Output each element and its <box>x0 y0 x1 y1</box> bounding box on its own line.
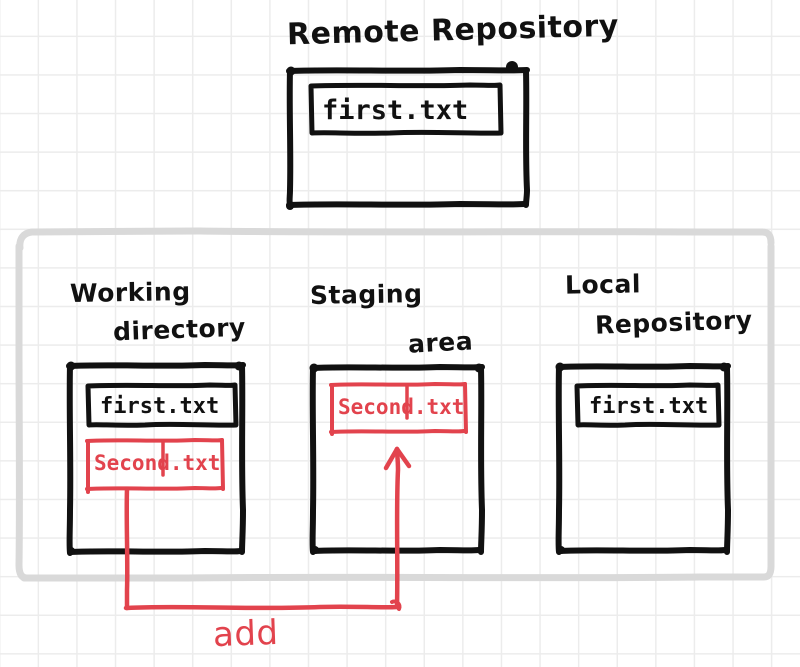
local-repository-title-line2: Repository <box>594 305 753 340</box>
working-directory-file-second-txt: Second.txt <box>94 451 221 475</box>
remote-repository-box <box>286 61 530 210</box>
working-directory-title-line2: directory <box>112 312 247 347</box>
remote-file-first-txt: first.txt <box>322 95 469 126</box>
add-arrow-path <box>123 446 412 611</box>
working-directory-file-first-txt: first.txt <box>100 394 220 419</box>
staging-area-title-line2: area <box>407 326 474 359</box>
add-arrow-label: add <box>212 612 280 656</box>
working-directory-box <box>66 361 246 556</box>
local-repository-file-first-txt: first.txt <box>589 394 709 419</box>
staging-area-title-line1: Staging <box>309 279 423 310</box>
staging-area-box <box>309 363 485 555</box>
working-directory-title-line1: Working <box>69 276 191 309</box>
remote-repository-title: Remote Repository <box>286 8 620 53</box>
local-repository-title-line1: Local <box>564 269 642 300</box>
local-area-container <box>15 227 775 582</box>
staging-area-file-second-txt: Second.txt <box>338 395 465 419</box>
local-repository-box <box>555 362 731 555</box>
